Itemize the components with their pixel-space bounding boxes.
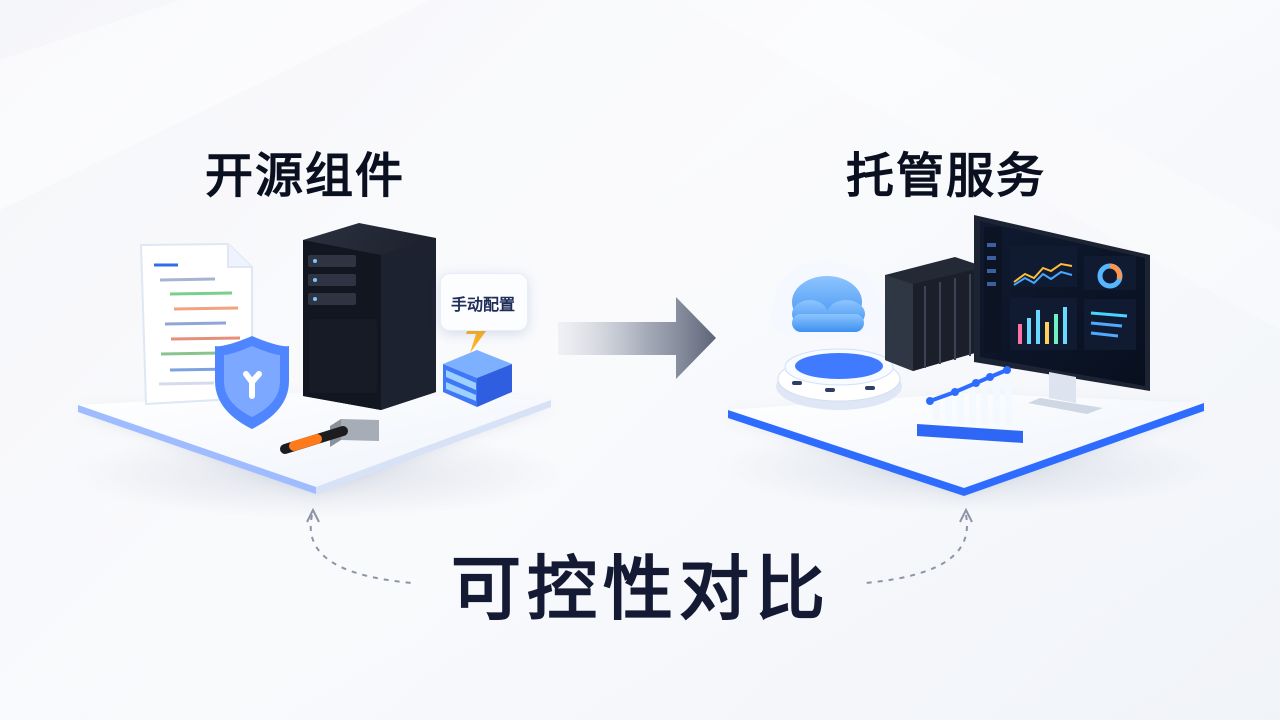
- right-platform-top: [728, 393, 1204, 488]
- left-platform-edge-left: [78, 405, 316, 494]
- manual-config-badge: 手动配置: [440, 273, 528, 331]
- hammer-icon: [280, 419, 379, 454]
- arrow-right-icon: [558, 297, 716, 379]
- left-platform-edge-right: [316, 400, 551, 494]
- right-platform-edge-left: [728, 410, 964, 496]
- cloud-icon: [770, 261, 886, 339]
- manual-config-label: 手动配置: [451, 295, 516, 314]
- right-connector-arrowhead: [959, 507, 973, 523]
- server-rack-icon: [885, 257, 985, 371]
- configuration-cube-icon: [443, 350, 512, 407]
- right-platform-edge-right: [964, 403, 1204, 496]
- cloud-base-icon: [776, 348, 902, 410]
- left-title: 开源组件: [205, 148, 406, 204]
- dashboard-monitor-icon: [974, 215, 1150, 414]
- bar-chart-icon: [917, 366, 1023, 443]
- server-icon: [303, 223, 436, 410]
- background-light-streak: [0, 0, 430, 210]
- shield-icon: [215, 336, 289, 429]
- left-connector-arrowhead: [306, 507, 320, 523]
- background-light-streak-right: [680, 0, 1280, 330]
- right-title: 托管服务: [846, 148, 1047, 204]
- right-connector-line: [864, 514, 968, 584]
- bottom-title: 可控性对比: [451, 548, 831, 630]
- left-connector-line: [309, 514, 413, 584]
